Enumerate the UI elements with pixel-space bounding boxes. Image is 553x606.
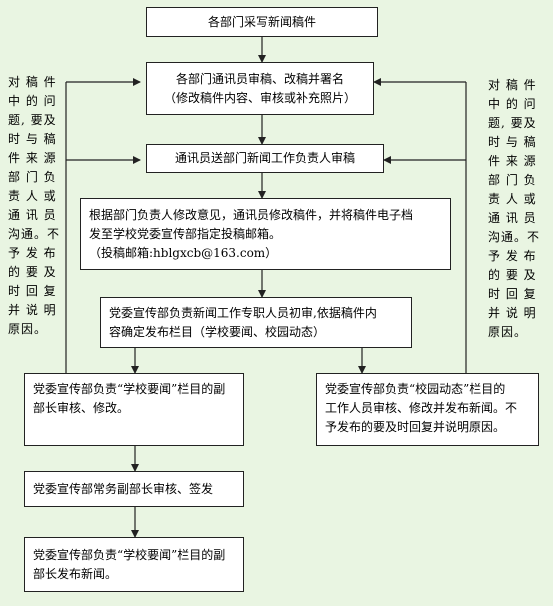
text-line: 予发布的要及时回复并说明原因。 [325,420,506,434]
text-line: 件 来 源 [8,151,57,165]
text-line: 对 稿 件 [488,78,537,92]
text-line: 党委宣传部负责“校园动态”栏目的 [325,382,506,396]
step-collect-news: 各部门采写新闻稿件 [146,7,378,37]
text-line: 沟通。不 [8,227,61,241]
text-line: 时 回 复 [8,284,57,298]
text-line: 中 的 问 [488,97,537,111]
text-line: 件 来 源 [488,154,537,168]
text-line: 对 稿 件 [8,75,57,89]
text-line: 原因。 [488,325,528,339]
step-revise-and-submit: 根据部门负责人修改意见，通讯员修改稿件，并将稿件电子档发至学校党委宣传部指定投稿… [80,198,451,270]
text-line: 容确定发布栏目（学校要闻、校园动态） [109,325,326,339]
text-line: 时 回 复 [488,287,537,301]
step-campus-news-publish: 党委宣传部负责“校园动态”栏目的工作人员审核、修改并发布新闻。不予发布的要及时回… [316,373,539,446]
step-initial-review: 党委宣传部负责新闻工作专职人员初审,依据稿件内容确定发布栏目（学校要闻、校园动态… [100,297,412,348]
text-line: 中 的 问 [8,94,57,108]
step-correspondent-review: 各部门通讯员审稿、改稿并署名 （修改稿件内容、审核或补充照片） [146,62,374,115]
text-line: 部 门 负 [8,170,57,184]
text-line: 发至学校党委宣传部指定投稿邮箱。 [89,227,282,241]
text-line: 予 发 布 [8,246,57,260]
text-line: 党委宣传部负责“学校要闻”栏目的副 [33,548,226,562]
text-line: 时 与 稿 [488,135,537,149]
step-executive-approval: 党委宣传部常务副部长审核、签发 [24,471,244,507]
text-line: 的 要 及 [8,265,57,279]
text-line: 部 门 负 [488,173,537,187]
text-line: 党委宣传部常务副部长审核、签发 [33,482,214,496]
text-line: 通 讯 员 [488,211,537,225]
step-school-news-review: 党委宣传部负责“学校要闻”栏目的副部长审核、修改。 [24,373,244,446]
step-school-news-publish: 党委宣传部负责“学校要闻”栏目的副部长发布新闻。 [24,537,244,592]
text-line: 工作人员审核、修改并发布新闻。不 [325,401,518,415]
text-line: 各部门通讯员审稿、改稿并署名 [175,71,344,86]
text-line: 部长审核、修改。 [33,401,130,415]
text-line: 责 人 或 [488,192,537,206]
text-line: 题, 要及 [8,113,57,127]
text-line: 的 要 及 [488,268,537,282]
text-line: 原因。 [8,322,48,336]
text-line: 时 与 稿 [8,132,57,146]
text-line: 各部门采写新闻稿件 [207,14,316,29]
text-line: 党委宣传部负责新闻工作专职人员初审,依据稿件内 [109,306,377,320]
text-line: 根据部门负责人修改意见，通讯员修改稿件，并将稿件电子档 [89,208,414,222]
left-side-note: 对 稿 件中 的 问题, 要及时 与 稿件 来 源部 门 负责 人 或通 讯 员… [8,73,60,339]
text-line: 题, 要及 [488,116,537,130]
text-line: 通 讯 员 [8,208,57,222]
text-line: 责 人 或 [8,189,57,203]
text-line: 部长发布新闻。 [33,567,118,581]
text-line: 通讯员送部门新闻工作负责人审稿 [174,151,355,165]
text-line: 沟通。不 [488,230,541,244]
text-line: 并 说 明 [8,303,57,317]
text-line: 并 说 明 [488,306,537,320]
text-line: （修改稿件内容、审核或补充照片） [163,90,356,105]
text-line: （投稿邮箱:hblgxcb@163.com） [89,246,278,260]
text-line: 予 发 布 [488,249,537,263]
text-line: 党委宣传部负责“学校要闻”栏目的副 [33,382,226,396]
step-department-review: 通讯员送部门新闻工作负责人审稿 [146,144,384,173]
right-side-note: 对 稿 件中 的 问题, 要及时 与 稿件 来 源部 门 负责 人 或通 讯 员… [488,76,540,342]
